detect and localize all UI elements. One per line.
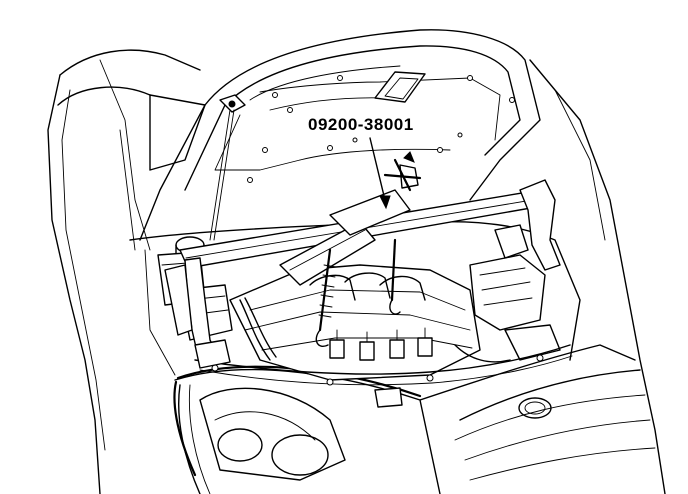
- hood-support-rod-2: [213, 109, 235, 241]
- engine-bay: [129, 220, 581, 408]
- engine-detail: [329, 327, 433, 361]
- engine-support-fixture: [164, 151, 561, 369]
- hood-support-rod: [209, 109, 231, 241]
- fixture-hook-rod: [318, 248, 332, 332]
- part-number-label: 09200-38001: [306, 115, 416, 135]
- part-leader-line: [369, 137, 391, 210]
- fixture-hand-wheel: [383, 151, 422, 192]
- hood-panel: [139, 29, 541, 241]
- car-body-outline: [47, 49, 666, 494]
